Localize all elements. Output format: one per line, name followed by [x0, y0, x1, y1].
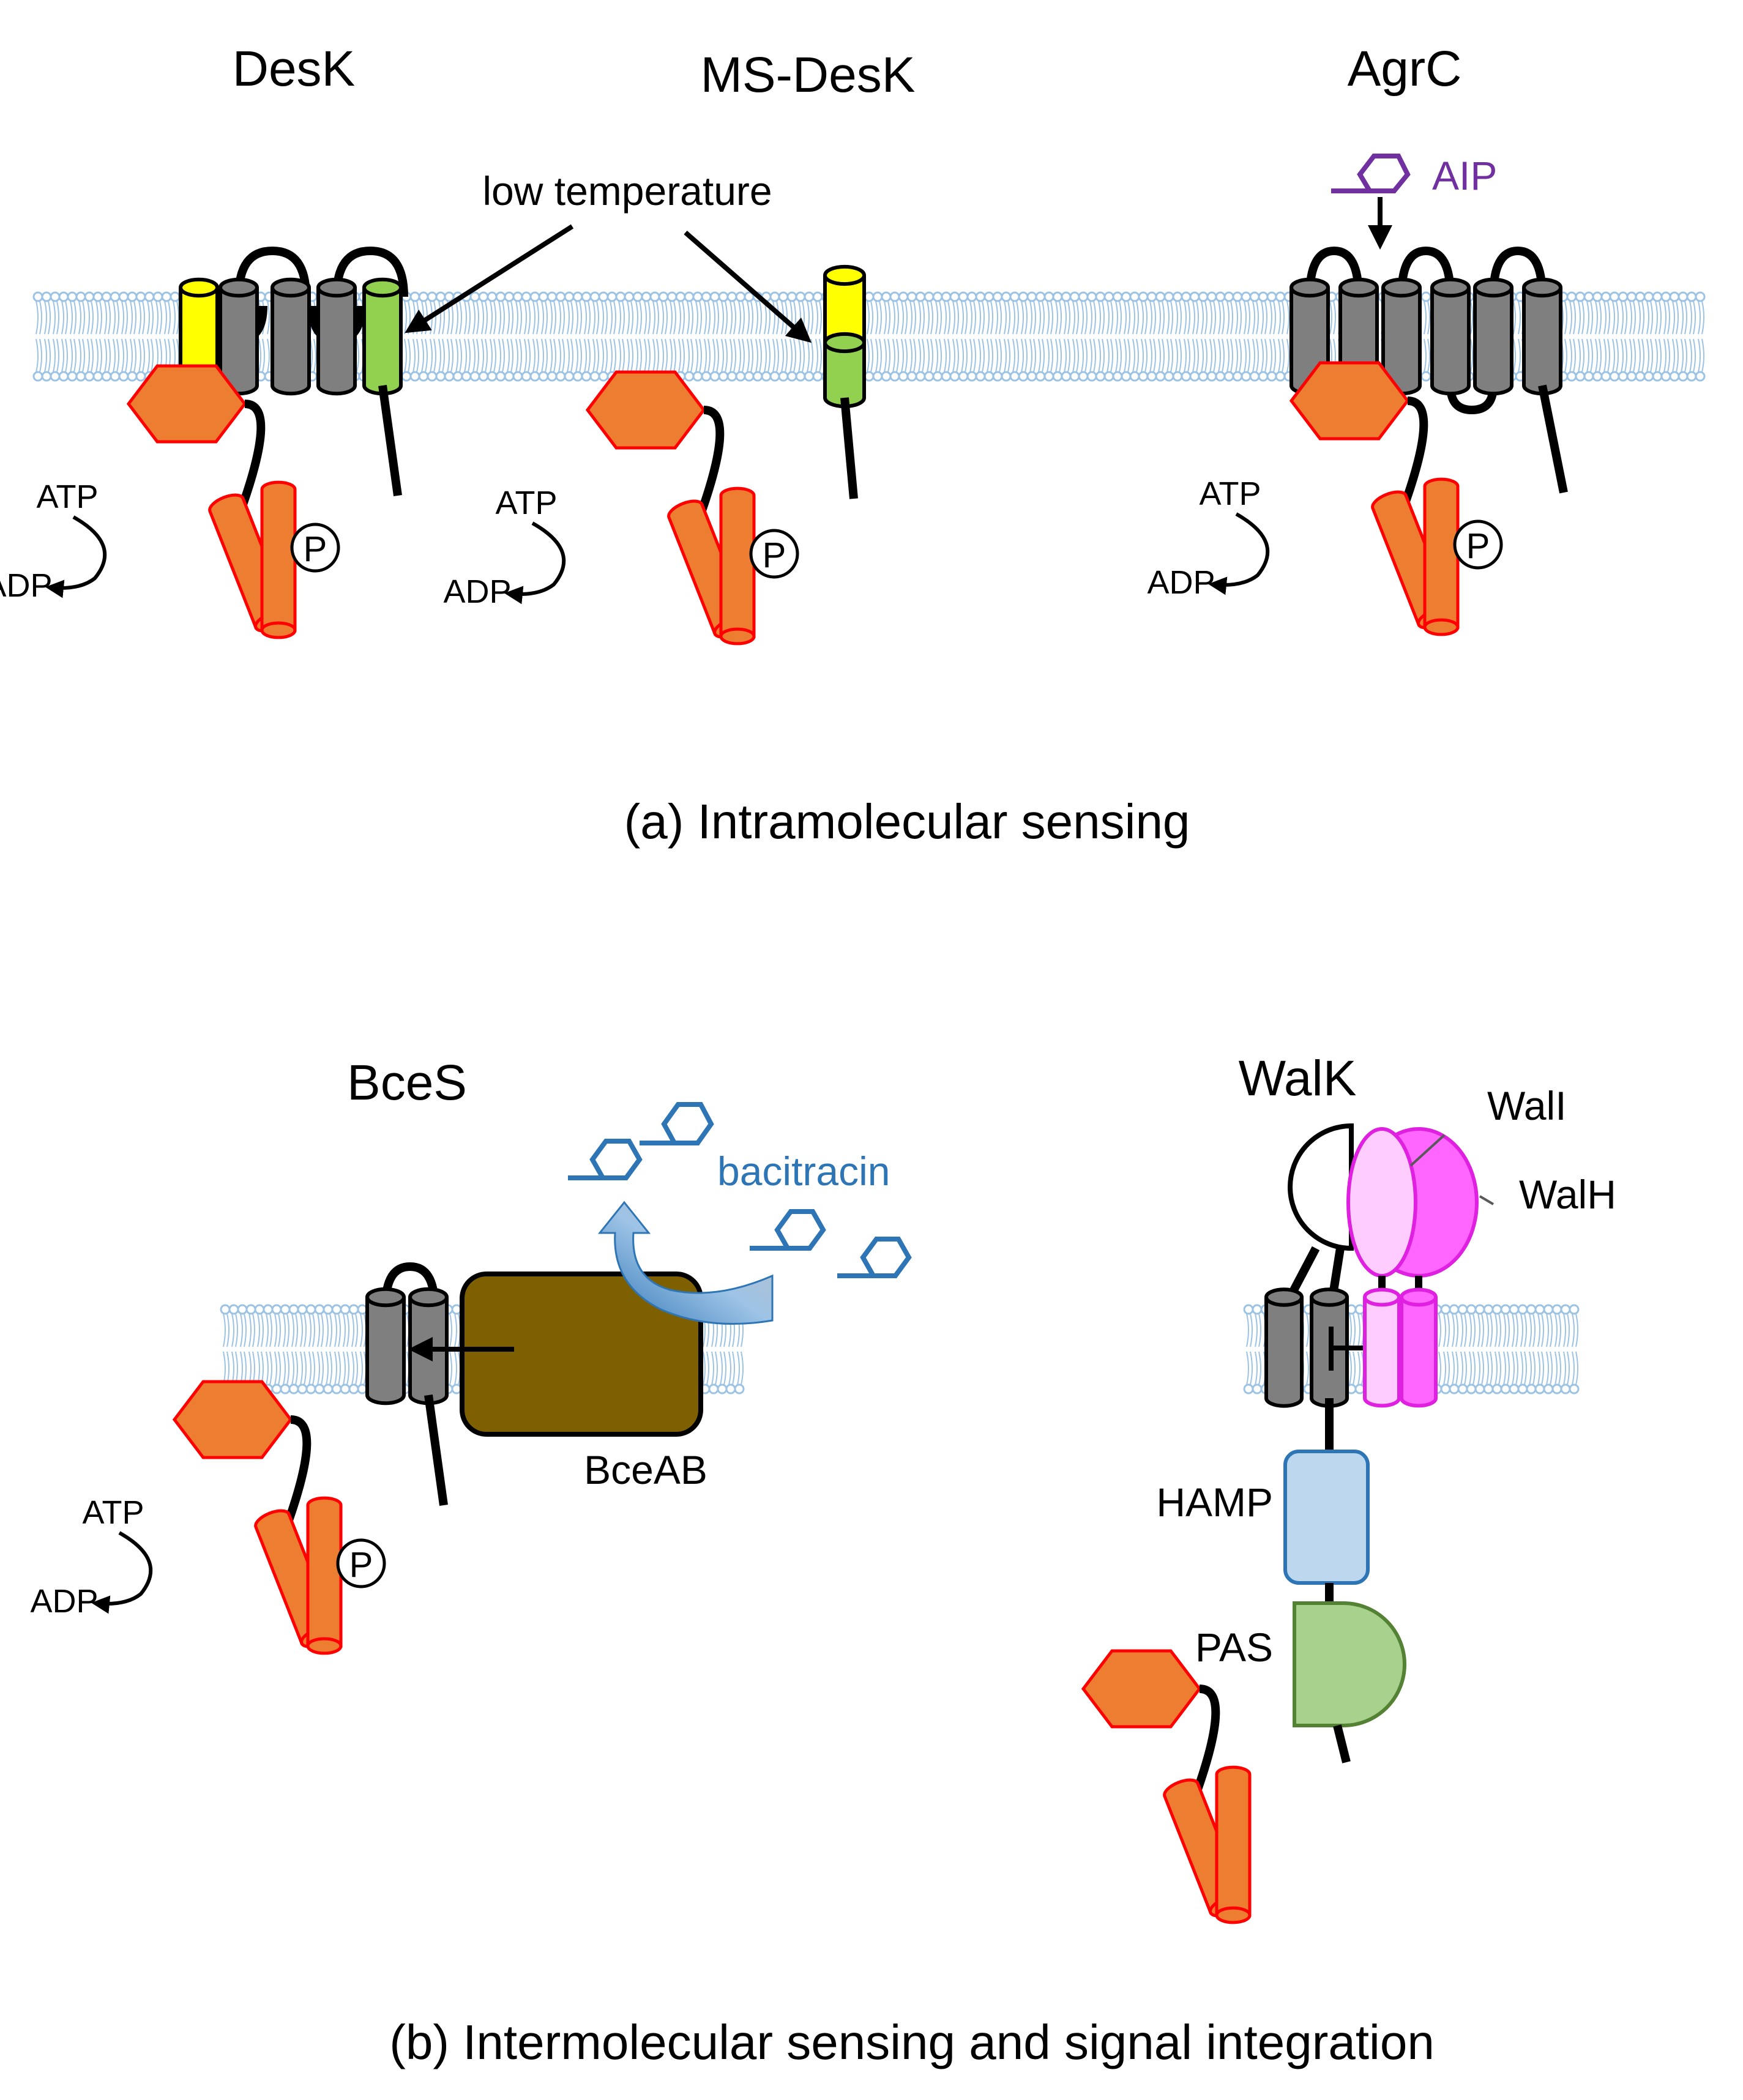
pas-domain	[1293, 1601, 1406, 1727]
adp-label: ADP	[30, 1583, 98, 1620]
desk-tm5-green-helix	[362, 277, 403, 396]
low-temperature-label: low temperature	[482, 168, 772, 214]
bacitracin-molecules	[568, 1102, 912, 1278]
label-agrc: AgrC	[1348, 41, 1462, 97]
phospho-icon	[290, 523, 340, 573]
agrc-tm-helix	[1430, 277, 1471, 396]
agrc-kinase-domain: P ATP ADP	[1147, 361, 1503, 636]
adp-label: ADP	[1147, 564, 1215, 601]
hamp-domain	[1283, 1450, 1370, 1585]
phospho-icon	[336, 1538, 386, 1588]
bces-protein: P ATP ADP	[30, 1262, 449, 1655]
aip-label: AIP	[1432, 153, 1497, 198]
bceab-transporter	[460, 1272, 703, 1437]
phospho-label: P	[349, 1545, 373, 1585]
low-temperature-arrows	[405, 224, 812, 343]
ms-desk-protein: P ATP ADP	[443, 264, 866, 646]
label-bceab: BceAB	[584, 1447, 707, 1492]
atp-label: ATP	[82, 1494, 144, 1531]
phospho-label: P	[1466, 526, 1490, 566]
label-pas: PAS	[1195, 1625, 1273, 1670]
bces-tm-helix	[408, 1287, 449, 1406]
ms-desk-kinase-domain: P ATP ADP	[443, 370, 799, 646]
catalytic-domain-hexagon	[172, 1380, 293, 1459]
desk-kinase-domain: P ATP ADP	[0, 364, 340, 639]
walk-kinase-domain	[1081, 1649, 1252, 1924]
walk-extracellular-domain	[1288, 1123, 1354, 1251]
phospho-label: P	[304, 529, 327, 569]
agrc-protein: P ATP ADP	[1147, 246, 1568, 636]
label-ms-desk: MS-DesK	[701, 47, 916, 103]
bacitracin-label: bacitracin	[717, 1149, 890, 1194]
bces-kinase-domain: P ATP ADP	[30, 1380, 386, 1655]
bacitracin-flip-arrow	[597, 1201, 774, 1325]
wali-protein	[1346, 1127, 1417, 1278]
label-walh: WalH	[1519, 1172, 1616, 1217]
desk-tm-helix	[316, 277, 357, 396]
desk-protein: P ATP ADP	[0, 246, 408, 639]
agrc-tm-helix	[1473, 277, 1513, 396]
walh-wali-complex	[1346, 1127, 1495, 1408]
adp-label: ADP	[443, 573, 511, 610]
ms-desk-green-helix	[823, 332, 866, 409]
aip-icon	[1331, 154, 1411, 250]
walk-tm-helix	[1264, 1287, 1304, 1408]
phospho-icon	[749, 529, 799, 579]
catalytic-domain-hexagon	[1081, 1649, 1202, 1729]
phospho-label: P	[763, 535, 786, 575]
phospho-icon	[1453, 519, 1503, 570]
bces-tm-helix	[365, 1287, 406, 1406]
bacitracin-icon	[568, 1139, 643, 1180]
bacitracin-icon	[640, 1102, 714, 1145]
adp-label: ADP	[0, 567, 53, 604]
walh-tm-helix	[1400, 1287, 1438, 1408]
atp-label: ATP	[495, 485, 557, 521]
atp-label: ATP	[36, 478, 98, 515]
label-walk: WalK	[1239, 1051, 1357, 1106]
catalytic-domain-hexagon	[585, 370, 706, 450]
label-wali: WalI	[1487, 1083, 1567, 1128]
label-desk: DesK	[233, 41, 356, 97]
atp-label: ATP	[1199, 475, 1261, 512]
desk-tm-helix	[271, 277, 311, 396]
label-hamp: HAMP	[1156, 1480, 1273, 1525]
walk-protein	[1081, 1123, 1408, 1924]
agrc-tm-helix	[1522, 277, 1562, 396]
bacitracin-icon	[837, 1237, 912, 1278]
wali-tm-helix	[1363, 1287, 1401, 1408]
panel-a-caption: (a) Intramolecular sensing	[624, 794, 1190, 849]
panel-b-caption: (b) Intermolecular sensing and signal in…	[389, 2015, 1435, 2069]
label-bces: BceS	[347, 1055, 467, 1111]
bacitracin-icon	[750, 1209, 826, 1251]
